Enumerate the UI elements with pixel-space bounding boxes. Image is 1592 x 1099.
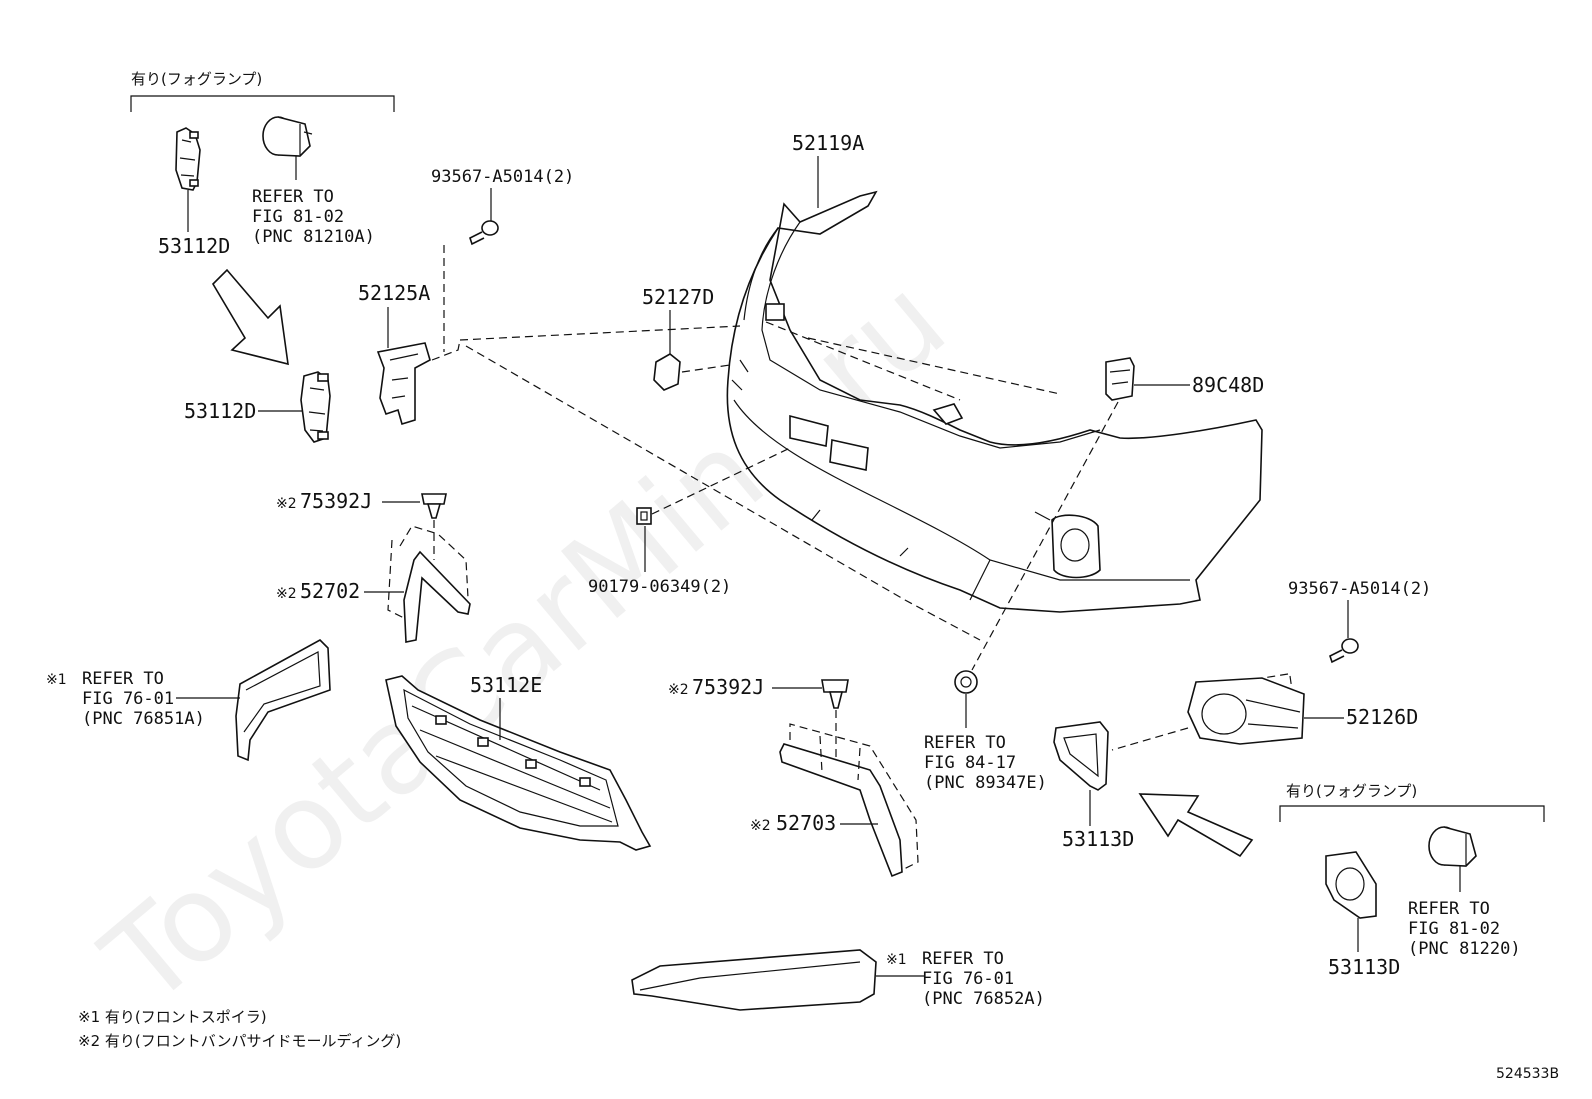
dash-bracket-a xyxy=(431,339,461,361)
side-molding-52703-shape xyxy=(779,723,919,878)
label-52119a: 52119A xyxy=(792,131,864,155)
mark-ref-76851a: ※1 xyxy=(46,672,67,688)
clip-75392j-left-shape xyxy=(421,493,447,519)
spoiler-front-shape xyxy=(631,949,877,1011)
dash-center-to-89c48d xyxy=(807,337,1061,395)
bezel-53113d-mid-shape xyxy=(1053,721,1109,791)
label-53112d-mid: 53112D xyxy=(184,399,256,423)
dash-cap-to-bumper xyxy=(681,364,731,373)
dash-bracket-to-bumper-top xyxy=(459,325,741,341)
label-52126d: 52126D xyxy=(1346,705,1418,729)
screw-93567-left-shape xyxy=(469,220,499,246)
bezel-53113d-right-shape xyxy=(1325,851,1377,919)
ref-76852a-line3: (PNC 76852A) xyxy=(922,989,1045,1009)
label-52127d: 52127D xyxy=(642,285,714,309)
left-foglamp-group-header: 有り(フォグランプ) xyxy=(131,70,262,88)
ref-81210a-line3: (PNC 81210A) xyxy=(252,227,375,247)
fog-lamp-left-shape xyxy=(262,116,313,157)
side-molding-52702-shape xyxy=(387,525,471,643)
label-75392j-right: 75392J xyxy=(692,675,764,699)
mark-75392j-right: ※2 xyxy=(668,682,689,698)
part-53112d-mid-shape xyxy=(300,371,331,443)
left-foglamp-bracket xyxy=(130,95,395,112)
dash-89c48d-to-grommet xyxy=(971,401,1119,671)
label-53112d-top: 53112D xyxy=(158,234,230,258)
dash-screw-vert xyxy=(1289,675,1293,691)
clip-75392j-right-shape xyxy=(821,679,849,709)
cap-52127d-shape xyxy=(653,353,681,391)
label-90179: 90179-06349(2) xyxy=(588,577,731,597)
ref-76851a-line1: REFER TO xyxy=(82,669,164,689)
front-bumper-52119a-shape xyxy=(726,190,1263,613)
dash-center-clip xyxy=(765,321,961,401)
direction-arrow-right xyxy=(1138,793,1254,858)
nut-90179-shape xyxy=(636,507,652,525)
screw-93567-right-shape xyxy=(1329,638,1359,664)
ref-76852a-line1: REFER TO xyxy=(922,949,1004,969)
right-foglamp-group-header: 有り(フォグランプ) xyxy=(1286,782,1417,800)
lower-grille-53112e-shape xyxy=(385,675,652,851)
ref-81210a-line1: REFER TO xyxy=(252,187,334,207)
ref-89347e-line2: FIG 84-17 xyxy=(924,753,1016,773)
footnote-2: ※2 有り(フロントバンパサイドモールディング) xyxy=(78,1032,401,1050)
part-89c48d-shape xyxy=(1105,357,1135,401)
direction-arrow-left xyxy=(211,268,289,366)
fog-lamp-right-shape xyxy=(1428,826,1477,867)
ref-81220-line2: FIG 81-02 xyxy=(1408,919,1500,939)
mark-52702: ※2 xyxy=(276,586,297,602)
ref-76851a-line2: FIG 76-01 xyxy=(82,689,174,709)
label-75392j-left: 75392J xyxy=(300,489,372,513)
label-52702: 52702 xyxy=(300,579,360,603)
mark-ref-76852a: ※1 xyxy=(886,952,907,968)
bracket-52126d-shape xyxy=(1187,677,1305,745)
right-foglamp-bracket xyxy=(1279,805,1545,822)
ref-76852a-line2: FIG 76-01 xyxy=(922,969,1014,989)
dash-bracket-to-bumper-low xyxy=(465,345,981,641)
diagram-id: 524533B xyxy=(1496,1066,1559,1082)
ref-76851a-line3: (PNC 76851A) xyxy=(82,709,205,729)
label-52125a: 52125A xyxy=(358,281,430,305)
ref-89347e-line1: REFER TO xyxy=(924,733,1006,753)
ref-81220-line3: (PNC 81220) xyxy=(1408,939,1521,959)
ref-89347e-line3: (PNC 89347E) xyxy=(924,773,1047,793)
grommet-shape xyxy=(954,670,978,694)
footnote-1: ※1 有り(フロントスポイラ) xyxy=(78,1008,267,1026)
part-53112d-top-shape xyxy=(175,127,201,191)
label-53113d-mid: 53113D xyxy=(1062,827,1134,851)
label-52703: 52703 xyxy=(776,811,836,835)
watermark-text: ToyotaCarMine.ru xyxy=(79,252,972,1033)
label-53112e: 53112E xyxy=(470,673,542,697)
label-89c48d: 89C48D xyxy=(1192,373,1264,397)
bracket-52125a-shape xyxy=(376,342,431,426)
mark-52703: ※2 xyxy=(750,818,771,834)
dash-52126d-to-53113d xyxy=(1111,727,1189,751)
ref-81220-line1: REFER TO xyxy=(1408,899,1490,919)
ref-81210a-line2: FIG 81-02 xyxy=(252,207,344,227)
label-53113d-right: 53113D xyxy=(1328,955,1400,979)
label-93567-left: 93567-A5014(2) xyxy=(431,167,574,187)
mark-75392j-left: ※2 xyxy=(276,496,297,512)
label-93567-right: 93567-A5014(2) xyxy=(1288,579,1431,599)
spoiler-left-shape xyxy=(235,639,331,762)
